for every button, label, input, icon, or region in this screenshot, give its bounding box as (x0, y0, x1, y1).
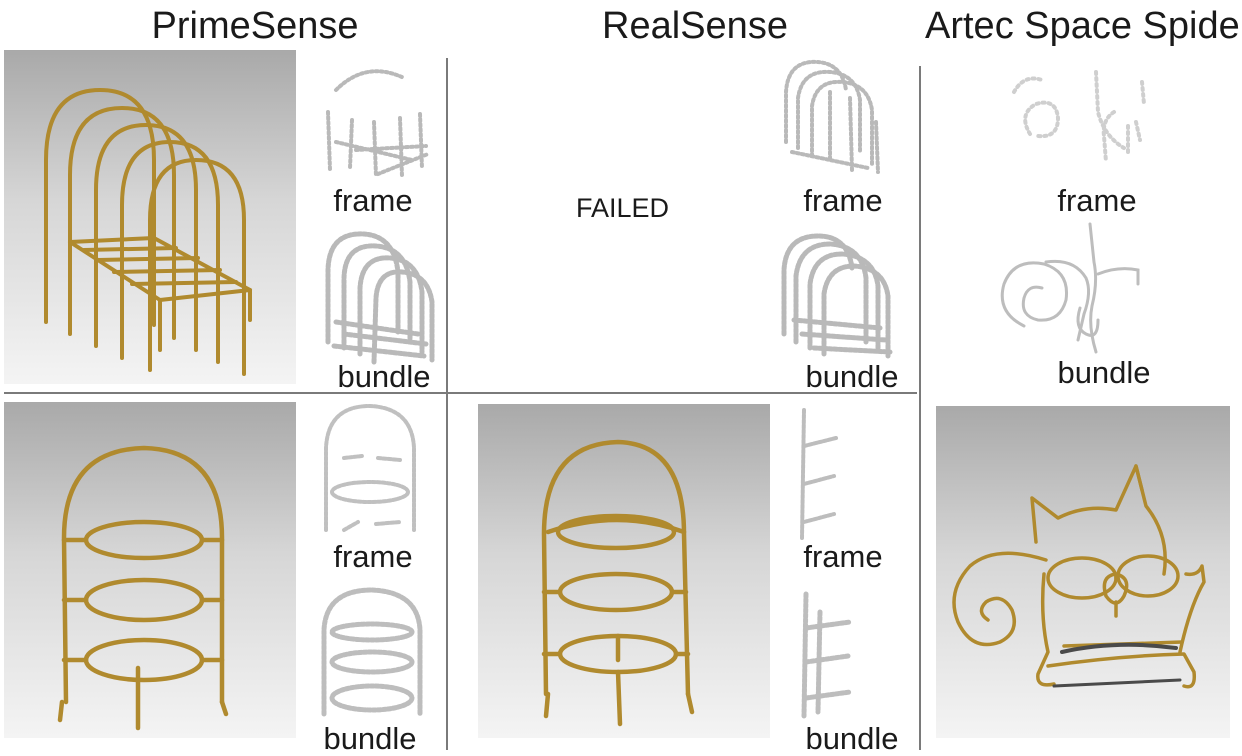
label-frame-primesense-row2: frame (333, 539, 413, 574)
label-frame-primesense-row1: frame (333, 183, 413, 218)
render-stand-realsense (478, 404, 770, 738)
label-frame-artec: frame (1057, 183, 1137, 218)
scan-rack-bundle-realsense (774, 224, 898, 364)
label-bundle-realsense-row2: bundle (805, 721, 899, 756)
scan-stand-bundle-realsense (790, 582, 870, 724)
scan-stand-frame-primesense (316, 400, 424, 542)
label-frame-realsense-row2: frame (803, 539, 883, 574)
label-frame-realsense-row1: frame (803, 183, 883, 218)
scan-stand-bundle-primesense (312, 582, 432, 724)
divider-vertical-right (919, 66, 921, 750)
scan-squirrel-frame-artec (1004, 52, 1164, 180)
label-bundle-primesense-row1: bundle (337, 359, 431, 394)
scan-rack-frame-primesense (316, 50, 438, 182)
failed-label: FAILED (576, 193, 670, 223)
divider-horizontal (4, 392, 917, 394)
scan-rack-frame-realsense (772, 52, 890, 182)
render-stand-primesense (4, 402, 296, 738)
column-title-artec: Artec Space Spider (925, 5, 1242, 47)
column-title-primesense: PrimeSense (151, 5, 359, 47)
column-title-realsense: RealSense (602, 5, 788, 47)
scan-squirrel-bundle-artec (994, 222, 1174, 362)
label-bundle-artec: bundle (1057, 355, 1151, 390)
divider-vertical-left (446, 58, 448, 750)
scan-stand-frame-realsense (790, 400, 850, 544)
label-bundle-primesense-row2: bundle (323, 721, 417, 756)
render-rack-primesense (4, 50, 296, 384)
scan-rack-bundle-primesense (314, 222, 440, 368)
label-bundle-realsense-row1: bundle (805, 359, 899, 394)
render-squirrel-artec (936, 406, 1230, 738)
